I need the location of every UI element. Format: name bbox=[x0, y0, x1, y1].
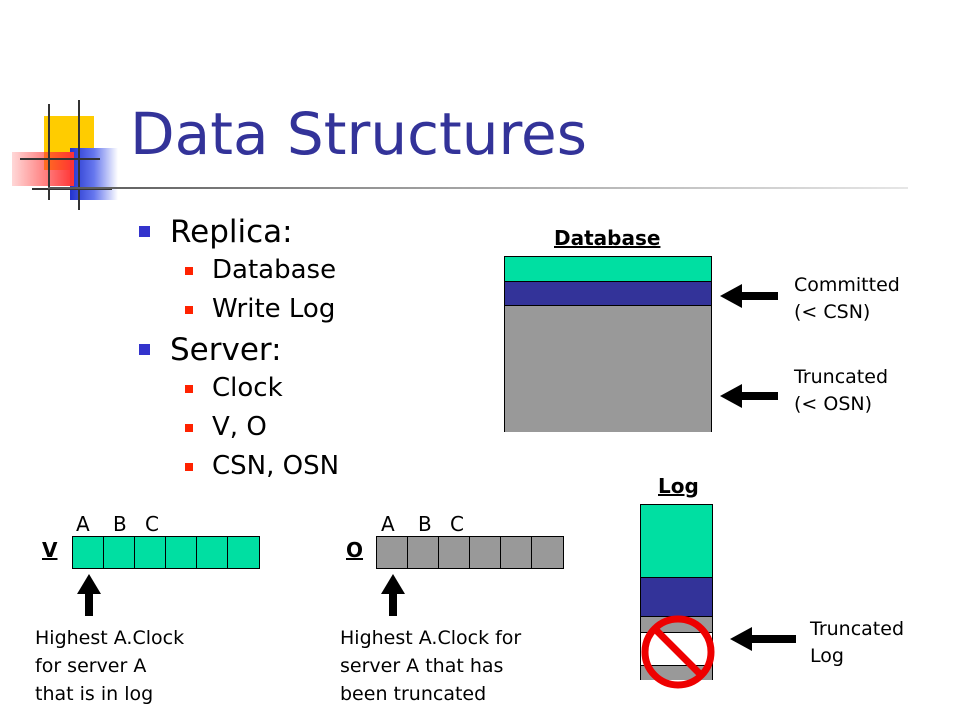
prohibited-icon bbox=[641, 615, 715, 689]
bullet-server: Server: bbox=[138, 331, 339, 369]
page-title: Data Structures bbox=[130, 100, 587, 168]
database-header: Database bbox=[554, 226, 661, 250]
v-column-b: B bbox=[113, 512, 127, 536]
database-navy-segment bbox=[505, 282, 711, 306]
decorative-squares-icon bbox=[12, 100, 122, 212]
v-vector-cells bbox=[72, 536, 260, 569]
arrow-up-icon bbox=[381, 574, 405, 616]
o-vector-cells bbox=[376, 536, 564, 569]
database-stack bbox=[504, 256, 712, 432]
v-vector-label: V bbox=[42, 538, 58, 562]
committed-label: Committed (< CSN) bbox=[794, 274, 900, 323]
bullet-database: Database bbox=[184, 251, 339, 290]
truncated-db-label: Truncated (< OSN) bbox=[794, 366, 888, 415]
bullet-list: Replica: Database Write Log Server: Cloc… bbox=[138, 213, 339, 486]
o-column-c: C bbox=[450, 512, 464, 536]
log-header: Log bbox=[658, 474, 699, 498]
database-committed-segment bbox=[505, 257, 711, 282]
v-caption: Highest A.Clock for server A that is in … bbox=[35, 627, 185, 705]
v-column-a: A bbox=[76, 512, 90, 536]
v-column-c: C bbox=[145, 512, 159, 536]
database-truncated-segment bbox=[505, 306, 711, 432]
bullet-replica: Replica: bbox=[138, 213, 339, 251]
o-column-a: A bbox=[381, 512, 395, 536]
bullet-clock: Clock bbox=[184, 369, 339, 408]
bullet-csn-osn: CSN, OSN bbox=[184, 447, 339, 486]
arrow-up-icon bbox=[77, 574, 101, 616]
title-underline bbox=[48, 187, 908, 189]
truncated-log-label: Truncated Log bbox=[810, 618, 904, 667]
o-column-b: B bbox=[418, 512, 432, 536]
o-vector-label: O bbox=[346, 538, 364, 562]
o-caption: Highest A.Clock for server A that has be… bbox=[340, 627, 522, 705]
log-navy-segment bbox=[641, 578, 712, 617]
arrow-left-icon bbox=[730, 627, 796, 651]
arrow-left-icon bbox=[720, 384, 778, 408]
bullet-v-o: V, O bbox=[184, 408, 339, 447]
arrow-left-icon bbox=[720, 284, 778, 308]
bullet-write-log: Write Log bbox=[184, 290, 339, 329]
log-green-segment bbox=[641, 505, 712, 578]
